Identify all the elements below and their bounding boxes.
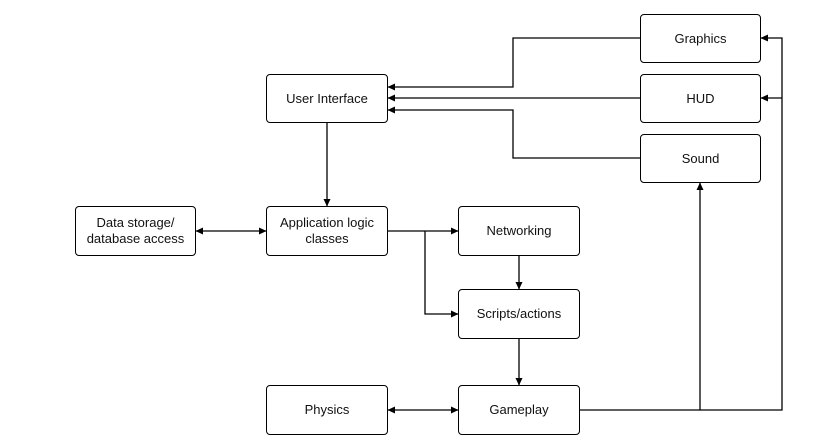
node-data-storage-label: Data storage/ database access [86,215,185,246]
node-sound[interactable]: Sound [640,134,761,183]
edge-app-logic-to-scripts [424,231,459,318]
node-scripts[interactable]: Scripts/actions [458,289,580,339]
node-gameplay[interactable]: Gameplay [458,385,580,435]
node-scripts-label: Scripts/actions [476,306,562,321]
node-physics-label: Physics [304,402,350,417]
node-user-interface-label: User Interface [286,90,368,106]
node-app-logic-label: Application logic classes [280,215,374,246]
node-graphics[interactable]: Graphics [640,14,761,63]
node-graphics-label: Graphics [674,30,727,46]
node-sound-label: Sound [681,150,720,166]
node-hud-label: HUD [686,90,715,106]
node-networking[interactable]: Networking [458,206,580,256]
node-data-storage[interactable]: Data storage/ database access [75,206,196,256]
node-app-logic[interactable]: Application logic classes [266,206,388,256]
node-user-interface[interactable]: User Interface [266,74,388,123]
node-physics[interactable]: Physics [266,385,388,435]
node-networking-label: Networking [486,223,552,238]
node-hud[interactable]: HUD [640,74,761,123]
edge-graphics-to-user-interface [387,37,640,91]
edge-gameplay-to-graphics [700,34,783,411]
node-gameplay-label: Gameplay [489,402,549,417]
edge-sound-to-user-interface [387,106,640,159]
edge-gameplay-to-sound [580,182,704,411]
